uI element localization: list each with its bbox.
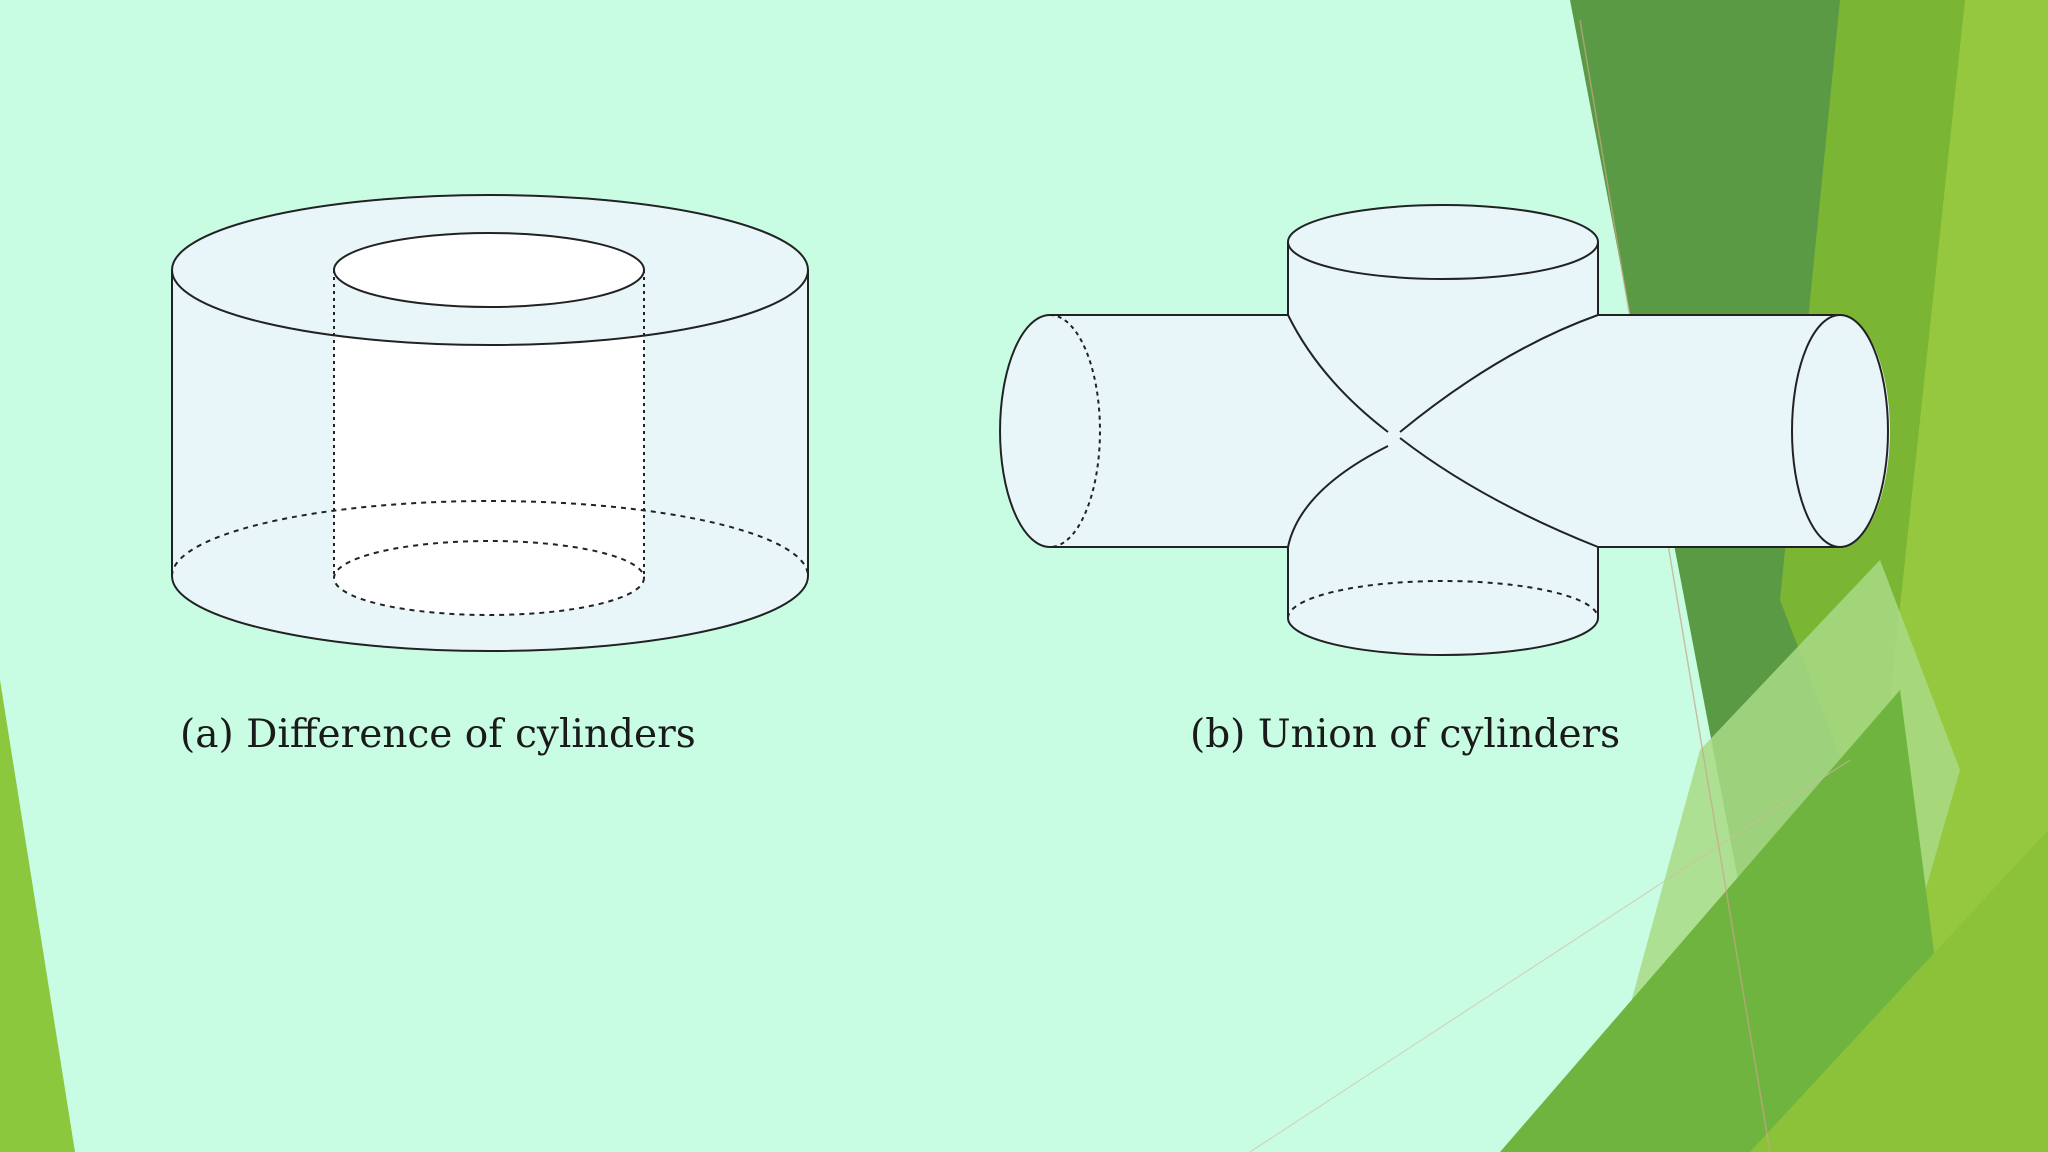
outer-bottom-front-arc	[171, 575, 809, 652]
caption-union-of-cylinders: (b) Union of cylinders	[1190, 712, 1621, 757]
horizontal-left-end-back	[1049, 314, 1101, 548]
horizontal-left-end-front	[999, 314, 1051, 548]
intersection-curve-3	[1399, 314, 1599, 433]
decor-left-sliver	[0, 680, 75, 1152]
inner-bottom-ellipse	[333, 540, 645, 616]
inner-top-ellipse	[333, 232, 645, 308]
union-fill	[1000, 205, 1890, 655]
vertical-bottom-front-arc	[1287, 617, 1599, 656]
vertical-top-ellipse	[1287, 204, 1599, 280]
intersection-curve-1	[1287, 314, 1389, 433]
decor-thin-line	[1579, 19, 1771, 1152]
horizontal-right-end-ellipse	[1791, 314, 1889, 548]
decor-thin-line-2	[1249, 759, 1851, 1152]
decor-green-lower	[1500, 690, 1960, 1152]
intersection-curve-2	[1399, 437, 1599, 548]
outer-bottom-back-arc	[171, 500, 809, 577]
caption-difference-of-cylinders: (a) Difference of cylinders	[180, 712, 696, 757]
difference-of-cylinders-diagram	[171, 194, 809, 652]
intersection-curve-4	[1287, 445, 1389, 548]
union-of-cylinders-diagram	[999, 204, 1890, 656]
decor-green-right-lower	[1750, 830, 2048, 1152]
